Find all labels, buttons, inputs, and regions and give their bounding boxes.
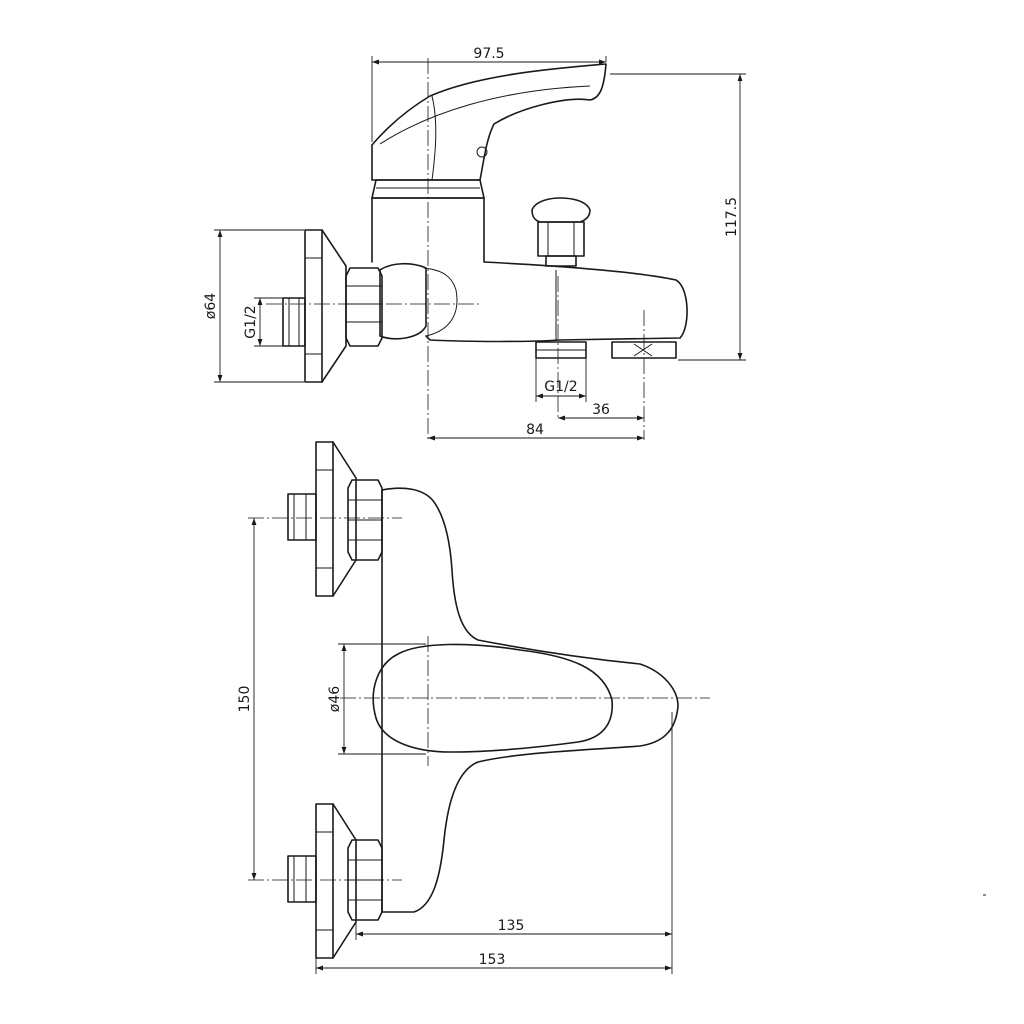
dim-inlet-spacing: 150	[237, 518, 257, 880]
dim-width-label: 97.5	[473, 46, 504, 62]
dim-outlet-reach: 84	[428, 422, 644, 441]
dim-outlet-thread: G1/2	[535, 358, 587, 402]
dim-inlet-spacing-label: 150	[237, 686, 253, 713]
inlet-nipple	[282, 297, 306, 347]
dim-total-depth-label: 153	[479, 952, 506, 968]
diverter-knob	[531, 197, 591, 267]
dim-height: 117.5	[610, 73, 746, 361]
dim-height-label: 117.5	[724, 197, 740, 237]
hex-nut	[345, 267, 383, 347]
wall-flange	[304, 229, 347, 383]
dim-flange-dia: ø64	[203, 229, 304, 383]
dim-width: 97.5	[371, 46, 607, 142]
lower-flange	[315, 803, 357, 959]
dim-outlet-reach-label: 84	[526, 422, 544, 438]
top-body	[381, 487, 679, 913]
upper-inlet-nipple	[287, 493, 317, 541]
dim-handle-dia: ø46	[327, 643, 426, 755]
dim-body-depth-label: 135	[498, 918, 525, 934]
upper-hex-nut	[347, 479, 383, 561]
dim-handle-dia-label: ø46	[327, 686, 343, 712]
dim-inlet-thread: G1/2	[243, 297, 283, 347]
top-handle	[372, 643, 614, 753]
dim-inlet-thread-label: G1/2	[243, 305, 259, 338]
dim-total-depth: 153	[315, 952, 672, 974]
lower-inlet-nipple	[287, 855, 317, 903]
dim-outlet-offset: 36	[558, 402, 644, 421]
outlet-thread	[535, 341, 587, 359]
dim-flange-dia-label: ø64	[203, 293, 219, 319]
dim-body-depth: 135	[355, 712, 673, 974]
dim-outlet-thread-label: G1/2	[544, 379, 577, 395]
upper-flange	[315, 441, 357, 597]
dim-outlet-offset-label: 36	[592, 402, 610, 418]
side-view: 97.5 117.5 ø64 G1/2 G1/2	[203, 46, 746, 441]
lever-handle	[371, 63, 607, 181]
eccentric-connector	[379, 262, 458, 340]
top-view: 150 ø46 135 153	[237, 441, 710, 974]
mixer-body	[371, 197, 688, 343]
